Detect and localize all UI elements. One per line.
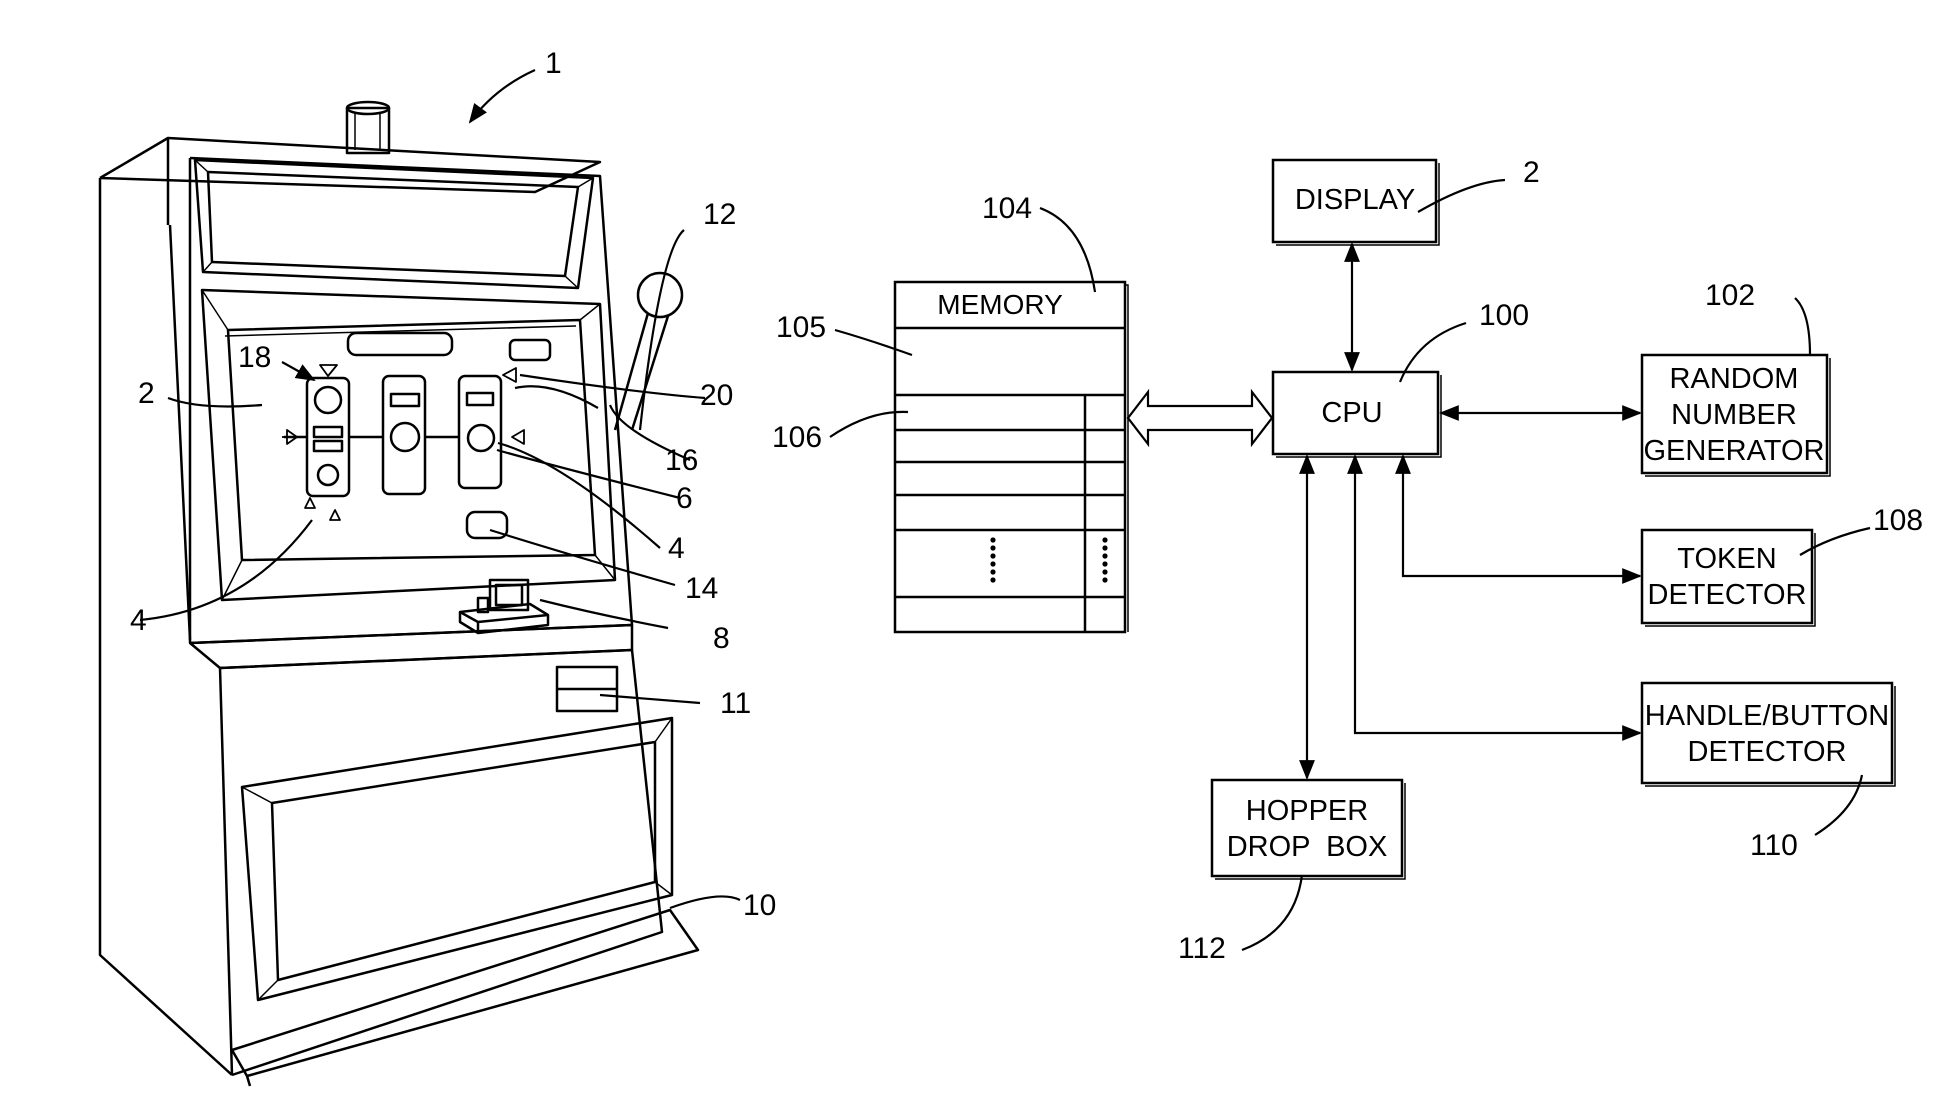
ref-rng: 102 (1705, 279, 1755, 312)
machine-callouts (140, 70, 740, 908)
pay-window (348, 333, 452, 355)
display-label: DISPLAY (1295, 184, 1415, 216)
ref-button: 14 (685, 572, 718, 605)
small-indicator (510, 340, 550, 360)
slot-machine-drawing (100, 102, 698, 1086)
ref-bill-acceptor: 11 (720, 687, 751, 720)
ref-20: 20 (700, 379, 733, 412)
ref-token-detector: 108 (1873, 504, 1923, 537)
hopper-label-line2: DROP BOX (1227, 831, 1388, 863)
reel-right (459, 376, 501, 488)
ref-18: 18 (238, 341, 271, 374)
cabinet-side-inner (168, 138, 190, 640)
bill-acceptor (557, 667, 617, 711)
ref-handle: 12 (703, 198, 736, 231)
top-glass-panel (195, 160, 593, 288)
ref-display: 2 (1523, 156, 1540, 189)
ref-machine: 1 (545, 47, 562, 80)
rng-label-line3: GENERATOR (1643, 435, 1824, 467)
hopper-label-line1: HOPPER (1246, 795, 1368, 827)
cpu-label: CPU (1321, 397, 1382, 429)
reel-middle (383, 376, 425, 494)
handle-cpu-link (1355, 456, 1640, 733)
play-ledge (190, 625, 632, 668)
ref-handle-detector: 110 (1750, 829, 1798, 862)
connectors (1128, 244, 1640, 778)
ref-memory: 104 (982, 192, 1032, 225)
memory-cpu-bus (1128, 392, 1272, 444)
memory-block (895, 282, 1128, 632)
pull-handle (615, 273, 682, 430)
top-light (347, 102, 389, 153)
lower-glass-panel (242, 718, 672, 1000)
memory-label: MEMORY (937, 289, 1063, 320)
handle-label-line1: HANDLE/BUTTON (1645, 700, 1889, 732)
ref-16: 16 (665, 444, 698, 477)
token-label-line2: DETECTOR (1648, 579, 1807, 611)
token-cpu-link (1403, 456, 1640, 576)
ref-token-slot: 8 (713, 622, 730, 655)
rng-label-line2: NUMBER (1671, 399, 1797, 431)
token-label-line1: TOKEN (1677, 543, 1776, 575)
ref-indicator: 6 (676, 482, 693, 515)
ref-memory-row-105: 105 (776, 311, 826, 344)
machine-reference-numerals: 1 2 18 4 12 20 16 6 4 14 8 11 10 (130, 47, 776, 922)
reel-left (307, 378, 349, 496)
block-diagram: MEMORY DISPLAY CPU RANDOM NUMBER GENERAT… (772, 156, 1923, 965)
handle-detector-box (1642, 683, 1895, 786)
lower-cabinet (220, 650, 662, 1075)
ref-display-area: 2 (138, 377, 155, 410)
ref-tray: 10 (743, 889, 776, 922)
handle-label-line2: DETECTOR (1688, 736, 1847, 768)
ref-memory-row-106: 106 (772, 421, 822, 454)
cabinet-front (190, 158, 632, 643)
ref-cpu: 100 (1479, 299, 1529, 332)
reel-window-frame (202, 290, 615, 600)
cabinet-side (100, 178, 232, 1075)
rng-label-line1: RANDOM (1670, 363, 1799, 395)
ref-reel-right: 4 (668, 532, 685, 565)
memory-ellipsis (990, 537, 1107, 582)
ref-hopper: 112 (1178, 932, 1226, 965)
ref-reel-left: 4 (130, 604, 147, 637)
